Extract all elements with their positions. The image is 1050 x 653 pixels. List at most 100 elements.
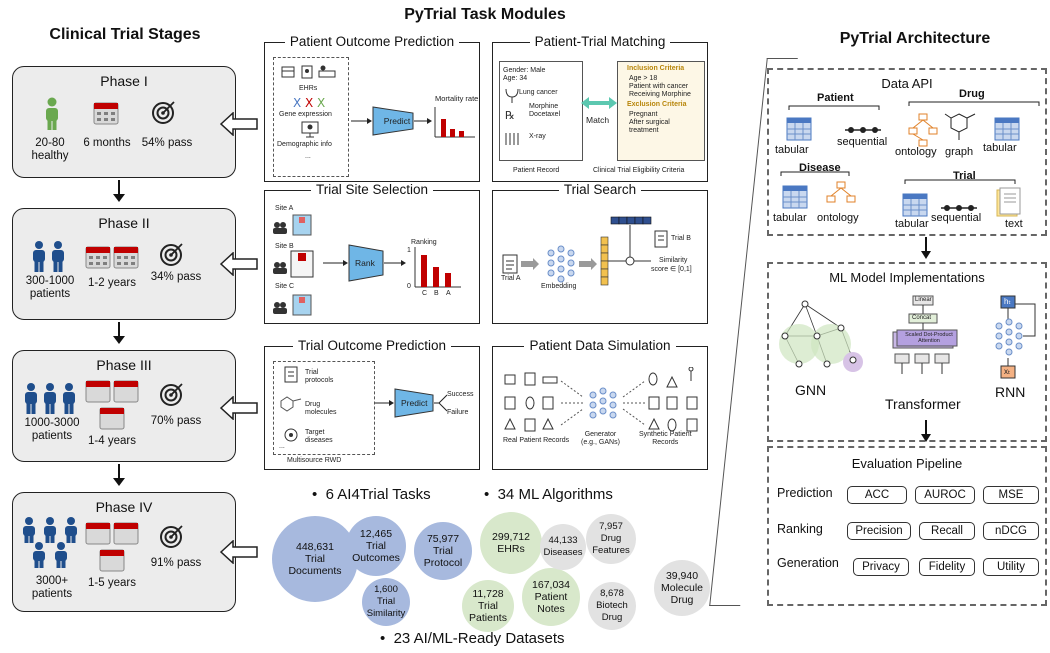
person-icon bbox=[46, 97, 58, 130]
lung-text: Lung cancer bbox=[519, 89, 558, 96]
metric-pill: Precision bbox=[847, 522, 911, 540]
phase-title: Phase IV bbox=[95, 499, 153, 515]
input-group bbox=[273, 361, 375, 455]
generator-label: Generator (e.g., GANs) bbox=[581, 431, 620, 446]
algorithms-bullet: • 34 ML Algorithms bbox=[484, 486, 613, 503]
patient-record-caption: Patient Record bbox=[513, 167, 560, 174]
architecture-title: PyTrial Architecture bbox=[839, 30, 991, 47]
search-flow bbox=[502, 216, 668, 286]
dataset-bubble: 75,977 Trial Protocol bbox=[414, 522, 472, 580]
panel-title: Data API bbox=[881, 76, 933, 91]
patient-data-simulation-module: Patient Data Simulation Real Patient Rec… bbox=[492, 338, 708, 470]
phase-2-box: Phase II 300-1000 patients 1-2 years 34%… bbox=[12, 208, 236, 320]
phase-4-box: Phase IV 3000+ patients 1-5 years 91% pa… bbox=[12, 492, 236, 612]
left-arrow-icon bbox=[220, 540, 258, 564]
metric-pill: Recall bbox=[919, 522, 975, 540]
dataset-bubble: 39,940 Molecule Drug bbox=[654, 560, 710, 616]
svg-text:X: X bbox=[317, 96, 325, 109]
data-api-graphics bbox=[780, 101, 1040, 217]
eval-row-label: Prediction bbox=[777, 486, 833, 500]
dataset-bubble-text: 75,977 Trial Protocol bbox=[423, 533, 463, 569]
patient-heading: Patient bbox=[817, 92, 854, 104]
phase-duration: 1-5 years bbox=[88, 577, 136, 589]
site-c-label: Site C bbox=[275, 283, 295, 290]
down-arrow bbox=[113, 322, 125, 344]
xt-label: xₜ bbox=[1004, 367, 1011, 376]
dataset-bubble: 11,728 Trial Patients bbox=[462, 580, 514, 632]
input-group bbox=[273, 57, 349, 177]
inclusion-heading: Inclusion Criteria bbox=[627, 65, 685, 72]
phase-pass-rate: 91% pass bbox=[150, 557, 202, 569]
drug-label: Drug molecules bbox=[305, 401, 337, 416]
site-a-label: Site A bbox=[275, 205, 294, 212]
phase-duration: 1-2 years bbox=[88, 277, 136, 289]
algorithms-label: 34 ML Algorithms bbox=[497, 486, 613, 503]
gnn-label: GNN bbox=[795, 382, 827, 398]
datasets-bullet: • 23 AI/ML-Ready Datasets bbox=[380, 630, 565, 647]
xray-text: X-ray bbox=[529, 133, 546, 140]
ml-models-panel: ML Model Implementations Linear Con bbox=[767, 262, 1047, 442]
input-icons bbox=[280, 366, 302, 442]
dataset-bubble-text: 299,712 EHRs bbox=[492, 531, 530, 555]
down-arrow bbox=[113, 180, 125, 202]
data-api-panel: Data API Patient Drug Disease Trial tabu… bbox=[767, 68, 1047, 236]
left-arrow-icon bbox=[220, 396, 258, 420]
phase-pass-rate: 54% pass bbox=[141, 137, 193, 149]
panel-title: Evaluation Pipeline bbox=[851, 456, 963, 471]
phase-participants: 300-1000 patients bbox=[25, 275, 75, 300]
disease-heading: Disease bbox=[799, 162, 841, 174]
phase-pass-rate: 34% pass bbox=[150, 271, 202, 283]
target-icon bbox=[160, 243, 183, 266]
dataset-bubble-text: 12,465 Trial Outcomes bbox=[352, 528, 400, 564]
module-title: Trial Site Selection bbox=[310, 182, 434, 197]
success-label: Success bbox=[447, 391, 474, 398]
phase-duration: 1-4 years bbox=[88, 435, 136, 447]
synthetic-records-label: Synthetic Patient Records bbox=[639, 431, 692, 446]
demographic-label: Demographic info bbox=[277, 141, 332, 148]
gender-text: Gender: Male bbox=[503, 67, 546, 74]
calendar-icon bbox=[93, 102, 119, 125]
concat-label: Concat bbox=[912, 315, 932, 321]
ml-graphics bbox=[779, 295, 1036, 379]
module-title: Trial Search bbox=[558, 182, 642, 197]
svg-text:X: X bbox=[305, 96, 313, 109]
dataset-bubble: 448,631 Trial Documents bbox=[272, 516, 358, 602]
patient-record-card bbox=[499, 61, 583, 161]
dataset-bubble-text: 39,940 Molecule Drug bbox=[660, 570, 704, 606]
calendar-icon bbox=[85, 522, 139, 572]
left-arrow-icon bbox=[220, 112, 258, 136]
phase-pass-rate: 70% pass bbox=[150, 415, 202, 427]
tasks-label: 6 AI4Trial Tasks bbox=[325, 486, 431, 503]
criteria-card bbox=[617, 61, 705, 161]
rwd-label: Multisource RWD bbox=[287, 457, 342, 464]
trial-heading: Trial bbox=[953, 170, 976, 182]
ellipsis: ... bbox=[305, 153, 311, 160]
protocols-label: Trial protocols bbox=[305, 369, 334, 384]
svg-text:℞: ℞ bbox=[505, 109, 515, 122]
exclusion-item: Pregnant bbox=[629, 111, 658, 118]
dataset-bubble-text: 167,034 Patient Notes bbox=[532, 579, 570, 615]
axis-zero: 0 bbox=[407, 283, 411, 290]
calendar-icon bbox=[85, 246, 139, 269]
patient-tabular-label: tabular bbox=[775, 144, 809, 156]
patient-sequential-label: sequential bbox=[837, 136, 888, 148]
dataset-bubble-text: 7,957 Drug Features bbox=[592, 521, 630, 556]
docetaxel-text: Docetaxel bbox=[529, 111, 561, 118]
dataset-bubble: 12,465 Trial Outcomes bbox=[346, 516, 406, 576]
people-icon bbox=[23, 517, 77, 568]
down-arrow bbox=[113, 464, 125, 486]
ehrs-label: EHRs bbox=[299, 85, 318, 92]
disease-ontology-label: ontology bbox=[817, 212, 859, 224]
dataset-bubble: 299,712 EHRs bbox=[480, 512, 542, 574]
metric-pill: AUROC bbox=[915, 486, 975, 504]
drug-heading: Drug bbox=[959, 88, 985, 100]
dataset-bubble: 44,133 Diseases bbox=[540, 524, 586, 570]
target-icon bbox=[160, 383, 183, 406]
diseases-label: Target diseases bbox=[305, 429, 333, 444]
dataset-bubble-text: 448,631 Trial Documents bbox=[288, 541, 342, 577]
panel-title: ML Model Implementations bbox=[829, 270, 985, 285]
dataset-bubble-text: 11,728 Trial Patients bbox=[469, 588, 507, 624]
dataset-bubble: 1,600 Trial Similarity bbox=[362, 578, 410, 626]
medical-icons: ℞ bbox=[505, 88, 519, 145]
